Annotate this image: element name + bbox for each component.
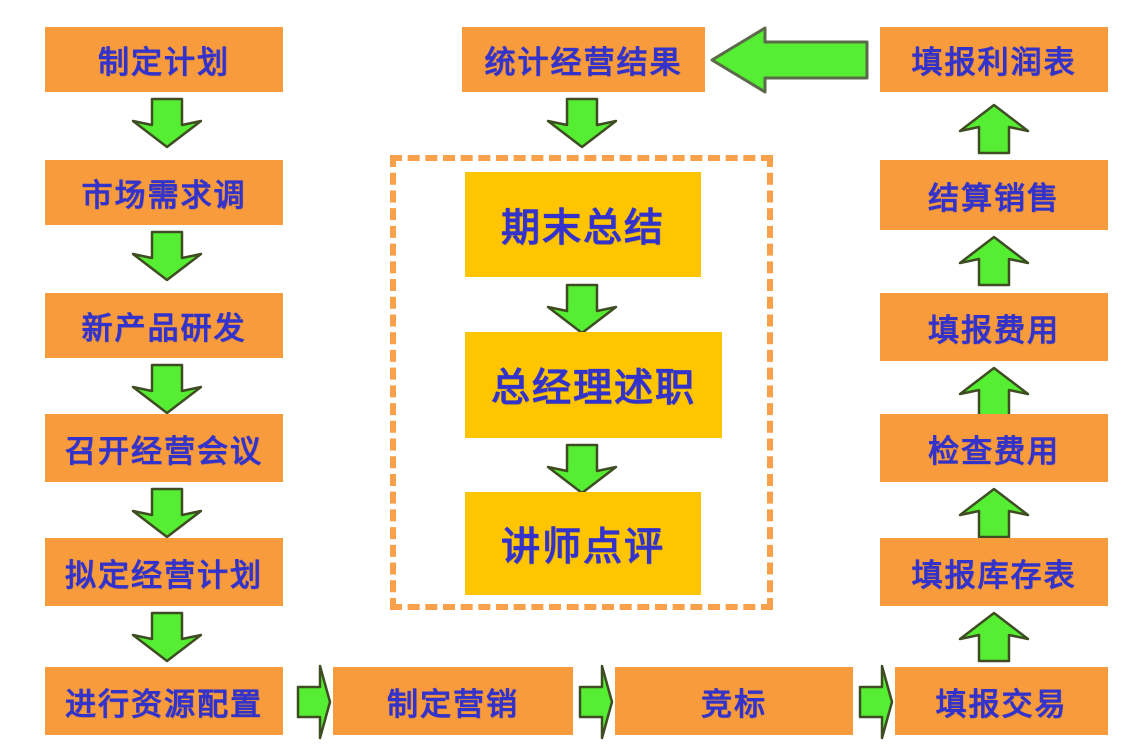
- arrow-up-right-1: [958, 103, 1030, 155]
- node-label: 制定营销: [387, 686, 519, 723]
- node-label: 拟定经营计划: [65, 557, 263, 594]
- arrow-up-right-3: [958, 366, 1030, 418]
- node-profit-statement[interactable]: 填报利润表: [880, 27, 1108, 92]
- node-label: 统计经营结果: [484, 45, 683, 81]
- node-label: 总经理述职: [490, 366, 696, 411]
- node-label: 填报费用: [928, 312, 1060, 349]
- node-label: 制定计划: [98, 45, 230, 81]
- node-report-transaction[interactable]: 填报交易: [895, 667, 1108, 735]
- node-settle-sales[interactable]: 结算销售: [880, 160, 1108, 230]
- node-statistics-result[interactable]: 统计经营结果: [462, 27, 705, 92]
- node-label: 填报交易: [935, 686, 1068, 723]
- arrow-down-left-3: [131, 363, 203, 415]
- node-label: 讲师点评: [500, 524, 665, 570]
- arrow-right-bottom-3: [858, 663, 894, 741]
- node-report-expense[interactable]: 填报费用: [880, 293, 1108, 361]
- arrow-up-right-4: [958, 487, 1030, 539]
- big-left-arrow-icon: [709, 26, 869, 94]
- node-label: 新产品研发: [81, 311, 247, 347]
- arrow-down-mid-2: [546, 283, 618, 335]
- node-draft-plan[interactable]: 拟定经营计划: [45, 538, 283, 606]
- node-gm-report[interactable]: 总经理述职: [465, 332, 722, 438]
- arrow-right-bottom-1: [296, 663, 332, 741]
- arrow-down-left-5: [131, 611, 203, 663]
- node-instructor-review[interactable]: 讲师点评: [465, 492, 701, 595]
- node-label: 期末总结: [500, 205, 665, 251]
- group-frame-summary-phase: [390, 155, 773, 610]
- node-label: 召开经营会议: [65, 433, 263, 470]
- node-new-product-rd[interactable]: 新产品研发: [45, 293, 283, 358]
- node-label: 填报库存表: [911, 557, 1077, 594]
- node-marketing-plan[interactable]: 制定营销: [333, 667, 573, 735]
- node-label: 检查费用: [928, 433, 1060, 470]
- arrow-down-left-2: [131, 230, 203, 282]
- node-resource-allocation[interactable]: 进行资源配置: [45, 667, 283, 735]
- arrow-down-left-4: [131, 487, 203, 539]
- arrow-down-left-1: [131, 97, 203, 149]
- node-label: 市场需求调: [81, 178, 247, 214]
- node-check-expense[interactable]: 检查费用: [880, 414, 1108, 482]
- arrow-down-mid-1: [546, 97, 618, 149]
- node-report-inventory[interactable]: 填报库存表: [880, 538, 1108, 606]
- arrow-down-mid-3: [546, 443, 618, 495]
- node-market-research[interactable]: 市场需求调: [45, 160, 283, 225]
- arrow-right-bottom-2: [578, 663, 614, 741]
- node-label: 竞标: [701, 686, 767, 723]
- node-label: 进行资源配置: [65, 686, 263, 723]
- node-label: 填报利润表: [911, 45, 1077, 81]
- node-plan[interactable]: 制定计划: [45, 27, 283, 92]
- node-period-summary[interactable]: 期末总结: [465, 172, 701, 277]
- node-label: 结算销售: [928, 180, 1060, 217]
- arrow-up-right-2: [958, 235, 1030, 287]
- arrow-up-right-5: [958, 611, 1030, 663]
- node-bidding[interactable]: 竞标: [615, 667, 853, 735]
- node-business-meeting[interactable]: 召开经营会议: [45, 414, 283, 482]
